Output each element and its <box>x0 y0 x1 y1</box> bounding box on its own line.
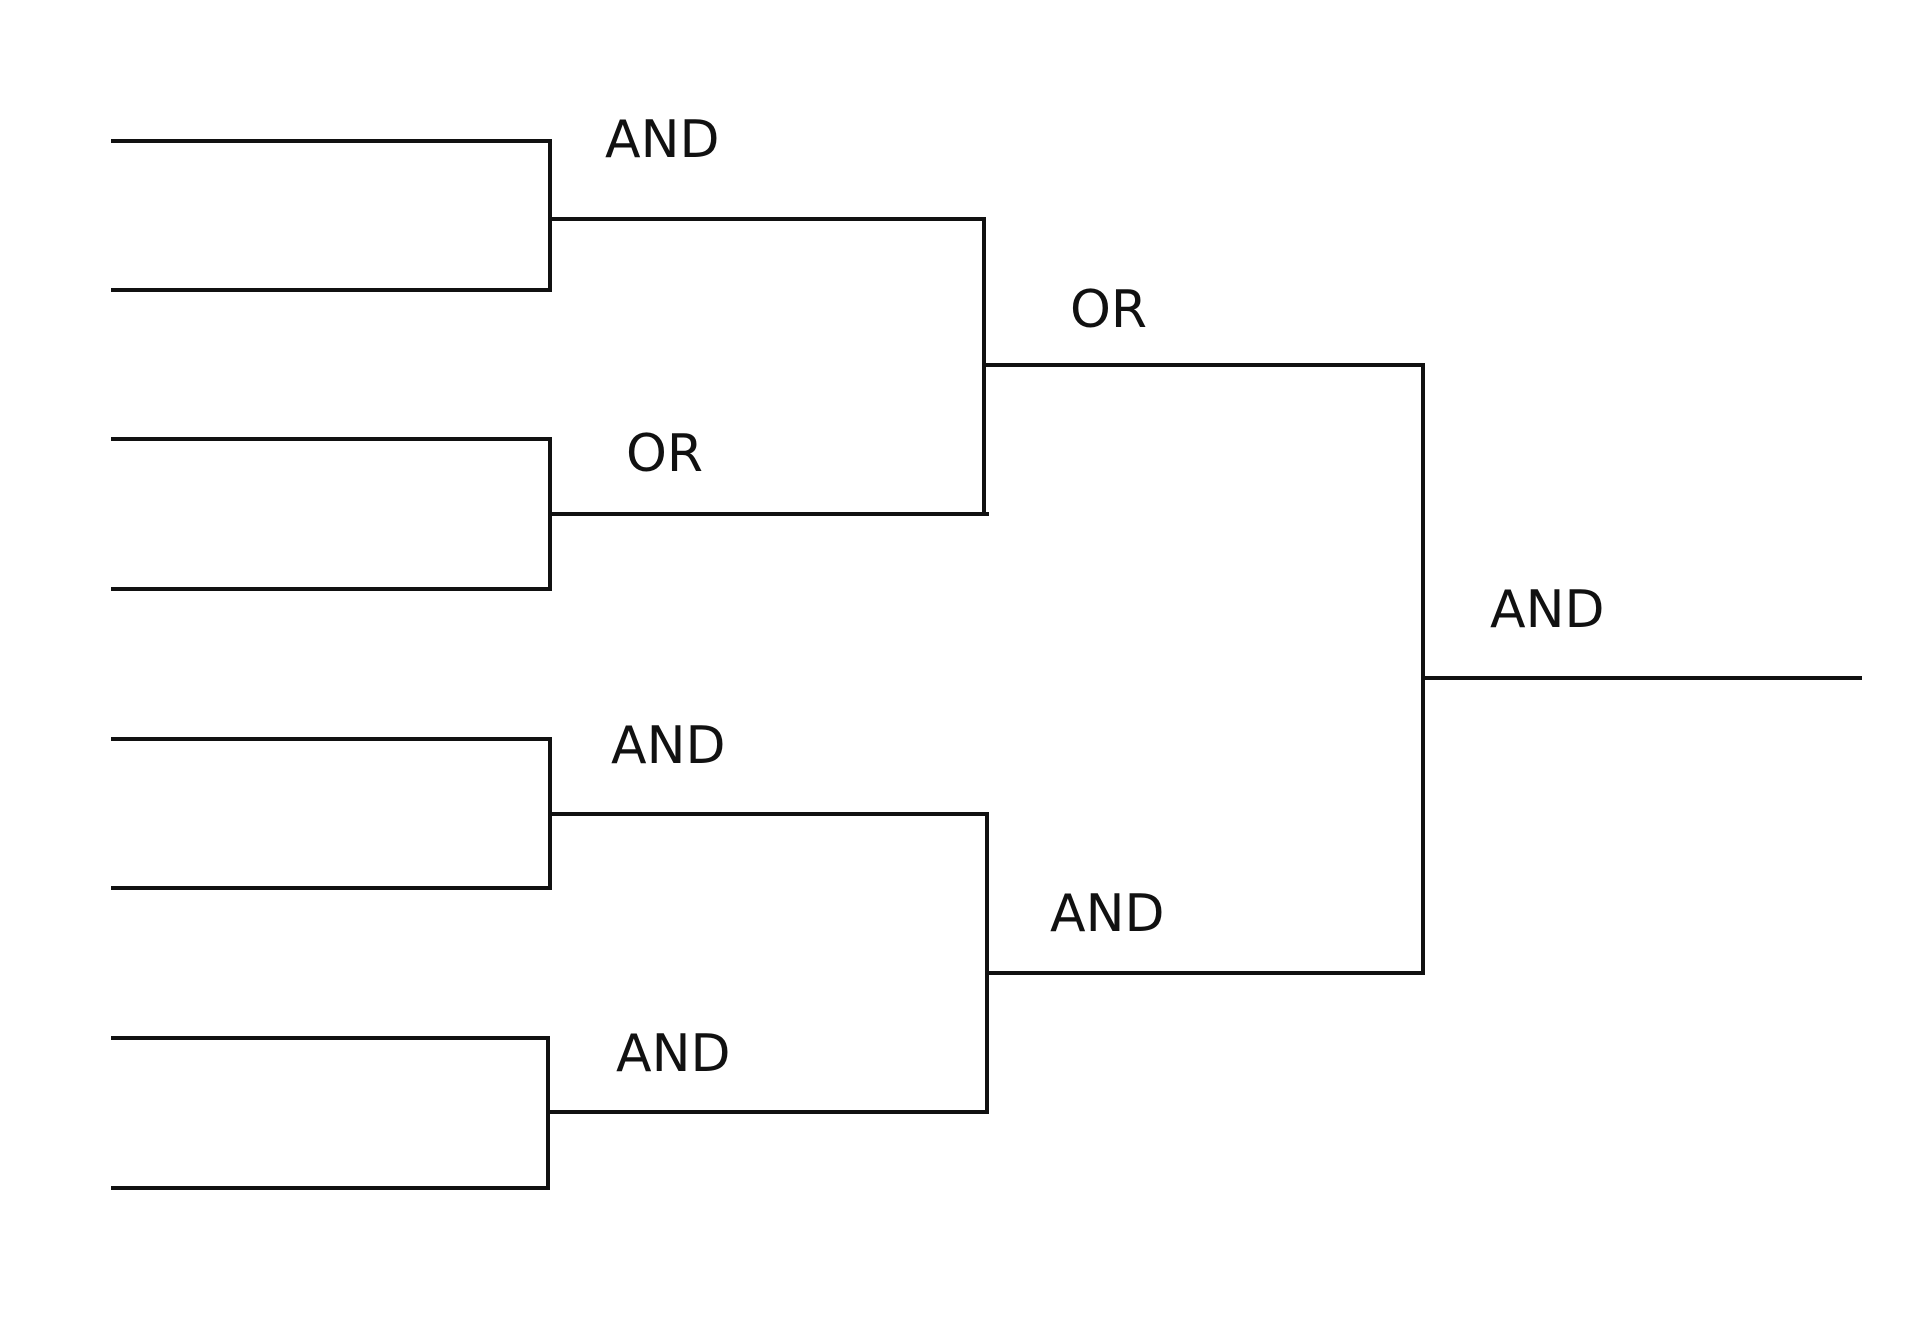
gate-label-level1-2: OR <box>626 424 703 484</box>
level1-gate3: AND <box>111 716 989 890</box>
gate-label-level1-3: AND <box>611 716 726 776</box>
gate-label-level3-1: AND <box>1490 580 1605 640</box>
level2-gate2: AND <box>985 812 1425 1114</box>
level2-gate1: OR <box>982 217 1425 516</box>
level1-gate1: AND <box>111 110 985 292</box>
level1-gate4: AND <box>111 1024 989 1190</box>
level1-gate2: OR <box>111 424 989 591</box>
gate-label-level1-4: AND <box>616 1024 731 1084</box>
gate-label-level2-1: OR <box>1070 280 1147 340</box>
gate-label-level2-2: AND <box>1050 884 1165 944</box>
gate-label-level1-1: AND <box>605 110 720 170</box>
level3-gate1: AND <box>1421 363 1862 975</box>
